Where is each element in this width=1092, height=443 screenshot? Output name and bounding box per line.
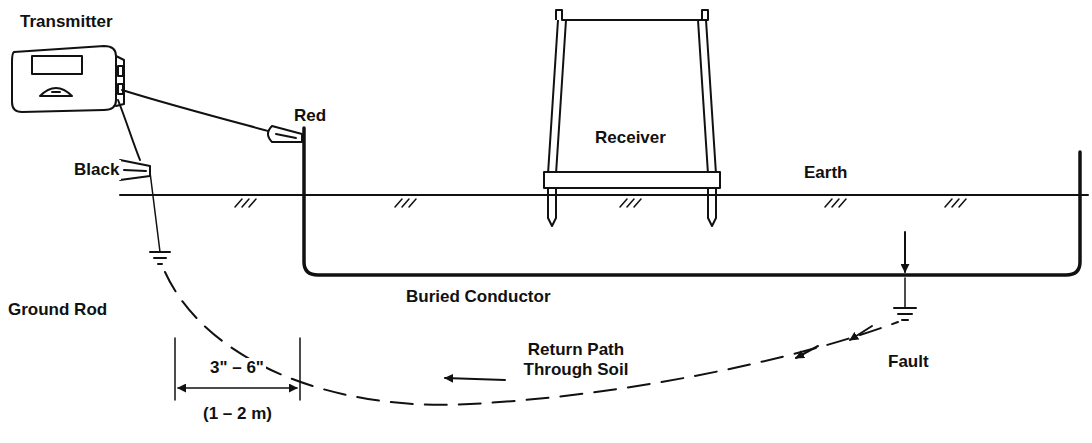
hatch-stroke	[627, 199, 634, 207]
dimension-line	[299, 338, 301, 400]
receiver-node: Receiver	[530, 6, 730, 230]
part-label: Fault	[886, 352, 931, 372]
handle	[556, 10, 708, 20]
dimension-arrow	[178, 387, 297, 389]
part-label: Earth	[802, 163, 849, 183]
part-label: Black	[72, 160, 121, 180]
red-clip	[268, 126, 302, 142]
buried-conductor	[304, 128, 1080, 275]
crossbar	[544, 172, 720, 188]
hatch-stroke	[959, 199, 966, 207]
hatch-stroke	[952, 199, 959, 207]
ground-rod	[150, 172, 160, 252]
fault-arrow	[904, 232, 906, 272]
node-label: Transmitter	[20, 12, 113, 32]
dimension-label: 3" – 6"	[208, 358, 266, 378]
hatch-stroke	[634, 199, 641, 207]
transmitter-node: Transmitter	[14, 10, 164, 36]
ground-symbol	[894, 308, 916, 320]
return-path	[165, 272, 898, 405]
hatch-stroke	[832, 199, 839, 207]
current-arrow	[850, 326, 872, 340]
hatch-stroke	[395, 199, 402, 207]
hatch-stroke	[402, 199, 409, 207]
hatch-stroke	[839, 199, 846, 207]
node-label: Receiver	[595, 128, 666, 148]
hatch-stroke	[242, 199, 249, 207]
transmitter-unit	[12, 46, 124, 112]
hatch-stroke	[409, 199, 416, 207]
part-label: Buried Conductor	[404, 287, 553, 307]
hatch-stroke	[620, 199, 627, 207]
fault-lead	[904, 278, 906, 308]
dimension-line	[174, 338, 176, 400]
current-arrow	[796, 346, 818, 358]
part-label: Ground Rod	[6, 300, 109, 320]
red-lead	[122, 90, 272, 132]
hatch-stroke	[235, 199, 242, 207]
receiver-frame	[530, 6, 730, 230]
hatch-stroke	[945, 199, 952, 207]
ground-surface	[120, 194, 1088, 196]
hatch-stroke	[249, 199, 256, 207]
ground-symbol	[150, 252, 170, 264]
frame-legs	[548, 20, 716, 174]
current-arrow	[445, 378, 505, 380]
part-label: Red	[292, 106, 328, 126]
earth-hatch	[235, 199, 966, 207]
dimension-label: (1 – 2 m)	[201, 404, 274, 424]
part-label: Return Path Through Soil	[512, 340, 640, 379]
black-lead	[118, 100, 140, 160]
probe-tips	[548, 188, 716, 226]
hatch-stroke	[825, 199, 832, 207]
